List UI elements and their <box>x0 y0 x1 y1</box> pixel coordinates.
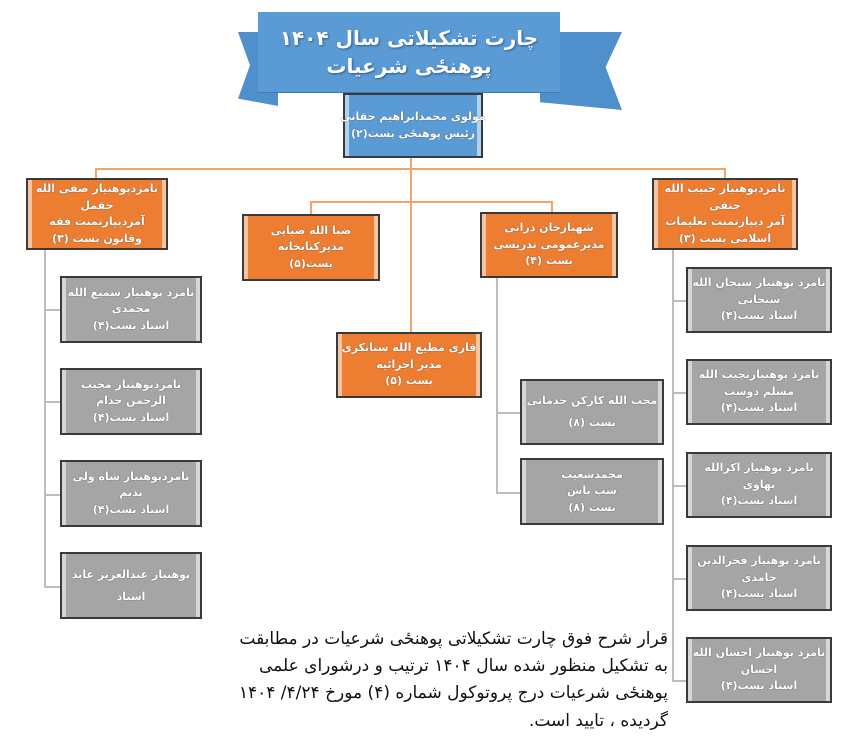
box-line: بست (۴) <box>525 254 573 268</box>
box-line: شب باش <box>567 484 617 498</box>
dept-box-library: ضیا الله ضیایی مدیرکتابخانه بست(۵) <box>242 214 380 281</box>
box-line: نامزد پوهنیار احسان الله <box>692 646 826 660</box>
connector-line <box>672 485 686 487</box>
connector-line <box>672 680 686 682</box>
staff-box: نامزد پوهنیار اکرالله بهاوی استاد بست(۴) <box>686 452 832 518</box>
staff-box: پوهنیار عبدالعزیز عابد استاد <box>60 552 202 619</box>
dept-box-teaching: شهبازخان درانی مدیرعمومی تدریسی بست (۴) <box>480 212 618 278</box>
dept-box-fiqh: نامزدپوهنیار صفی الله حقمل آمردیپارتمنت … <box>26 178 168 250</box>
box-line: قاری مطیع الله ستانکزی <box>341 341 477 355</box>
staff-box: محمدشعیب شب باش بست (۸) <box>520 458 664 525</box>
staff-box: نامزد پوهنیار احسان الله احسان استاد بست… <box>686 637 832 703</box>
box-line: نامزد پوهنیار اکرالله <box>704 461 814 475</box>
box-line: حامدی <box>741 570 777 584</box>
box-line: بست (۸) <box>568 416 616 429</box>
box-line: نامزد پوهنیار فخرالدین <box>697 554 821 568</box>
box-line: مدیر اجرائیه <box>376 357 442 371</box>
box-line: ضیا الله ضیایی <box>270 223 352 237</box>
box-line: استاد بست(۴) <box>720 309 798 323</box>
box-line: استاد بست(۴) <box>92 318 170 332</box>
box-line: استاد بست(۴) <box>720 494 798 508</box>
dept-box-executive: قاری مطیع الله ستانکزی مدیر اجرائیه بست … <box>336 332 482 398</box>
head-role: رئیس پوهنځی بست(۲) <box>350 126 476 140</box>
box-line: شهبازخان درانی <box>504 221 594 235</box>
box-line: استاد بست(۴) <box>720 401 798 415</box>
connector-line <box>496 412 520 414</box>
staff-box: نامزدپوهنیار محیب الرحمن خدام استاد بست(… <box>60 368 202 435</box>
box-line: آمر دیپارتمنت تعلیمات <box>665 215 785 228</box>
connector-line <box>672 392 686 394</box>
box-line: استاد بست(۴) <box>720 679 798 693</box>
box-line: بست (۵) <box>385 374 433 388</box>
connector-line <box>44 250 46 588</box>
box-line: نامزدپوهنیار شاه ولی <box>72 469 190 483</box>
box-line: مسلم دوست <box>724 384 794 398</box>
connector-line <box>95 168 725 170</box>
connector-line <box>672 300 686 302</box>
staff-box: نامزد پوهنیارنجیب الله مسلم دوست استاد ب… <box>686 359 832 425</box>
box-line: نامزدپوهنیار محیب <box>80 377 182 391</box>
box-line: احسان <box>740 662 778 676</box>
box-line: بست(۵) <box>289 256 333 270</box>
connector-line <box>95 168 97 178</box>
box-line: استاد بست(۴) <box>720 587 798 601</box>
box-line: سبحانی <box>737 292 781 306</box>
chart-subtitle: پوهنځی شرعیات <box>326 54 492 78</box>
box-line: استاد بست(۴) <box>92 502 170 516</box>
head-name: مولوی محمدابراهیم حقانی <box>340 110 486 123</box>
box-line: استاد بست(۴) <box>92 410 170 424</box>
box-line: حقمل <box>80 198 114 212</box>
connector-line <box>551 201 553 212</box>
box-line: محمدی <box>111 302 151 316</box>
head-box: مولوی محمدابراهیم حقانی رئیس پوهنځی بست(… <box>340 93 486 158</box>
box-line: حنفی <box>709 198 741 212</box>
connector-line <box>496 278 498 494</box>
box-line: نامزدپوهنیار صفی الله <box>35 182 159 195</box>
box-line: اسلامی بست (۳) <box>678 231 772 245</box>
box-line: نامزد پوهنیارنجیب الله <box>698 368 820 382</box>
box-line: مدیرعمومی تدریسی <box>493 237 605 251</box>
connector-line <box>496 492 520 494</box>
connector-line <box>672 250 674 681</box>
box-line: نامزد پوهنیار سمیع الله <box>67 285 195 299</box>
box-line: محمدشعیب <box>561 467 623 481</box>
chart-title-banner: چارت تشکیلاتی سال ۱۴۰۴ پوهنځی شرعیات <box>258 12 560 93</box>
box-line: نامزد پوهنیار سبحان الله <box>692 276 826 290</box>
staff-box: نامزد پوهنیار فخرالدین حامدی استاد بست(۴… <box>686 545 832 611</box>
dept-box-islamic-studies: نامزدپوهنیار حبیب الله حنفی آمر دیپارتمن… <box>652 178 798 250</box>
connector-line <box>44 586 60 588</box>
box-line: بهاوی <box>742 477 776 491</box>
connector-line <box>672 578 686 580</box>
connector-line <box>724 168 726 178</box>
box-line: پوهنیار عبدالعزیز عابد <box>71 567 191 581</box>
box-line: محب الله کارکن خدماتی <box>526 394 658 407</box>
box-line: ندیم <box>119 486 143 500</box>
connector-line <box>310 201 312 214</box>
box-line: مدیرکتابخانه <box>277 240 345 254</box>
connector-line <box>44 494 60 496</box>
connector-line <box>44 309 60 311</box>
staff-box: نامزد پوهنیار سبحان الله سبحانی استاد بس… <box>686 267 832 333</box>
connector-line <box>44 401 60 403</box>
box-line: وقانون بست (۳) <box>52 231 142 245</box>
connector-line <box>310 201 553 203</box>
staff-box: محب الله کارکن خدماتی بست (۸) <box>520 379 664 445</box>
box-line: استاد <box>116 589 146 603</box>
staff-box: نامزدپوهنیار شاه ولی ندیم استاد بست(۴) <box>60 460 202 527</box>
box-line: الرحمن خدام <box>96 394 166 408</box>
box-line: آمردیپارتمنت فقه <box>49 215 145 228</box>
box-line: نامزدپوهنیار حبیب الله <box>664 182 786 195</box>
connector-line <box>410 158 412 333</box>
box-line: بست (۸) <box>568 500 616 514</box>
staff-box: نامزد پوهنیار سمیع الله محمدی استاد بست(… <box>60 276 202 343</box>
approval-note: قرار شرح فوق چارت تشکیلاتی پوهنځی شرعیات… <box>238 629 668 731</box>
chart-title: چارت تشکیلاتی سال ۱۴۰۴ <box>279 26 539 50</box>
